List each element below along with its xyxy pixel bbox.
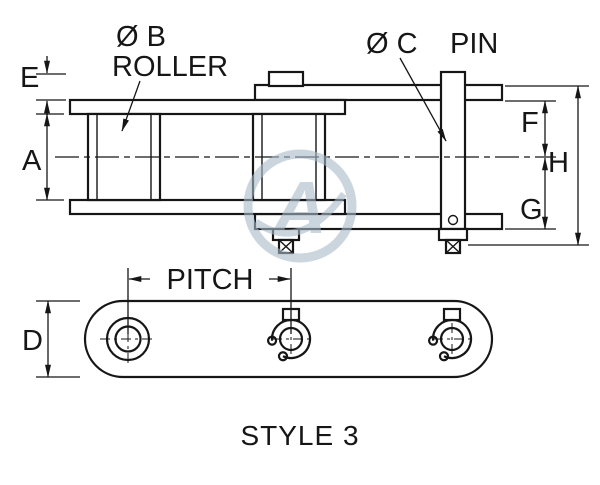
dimension-e: E [20, 56, 66, 115]
g-label: G [520, 194, 543, 226]
watermark-letter: A [271, 166, 326, 249]
roller-label: ROLLER [112, 51, 228, 83]
cotter-hole [447, 214, 459, 226]
clip-curl [438, 351, 450, 362]
pin-label: PIN [450, 28, 498, 60]
clip-curl [277, 351, 289, 362]
dimension-a: A [22, 113, 64, 201]
pin-body [439, 70, 467, 231]
roller-link-bottom-plate [68, 198, 347, 216]
e-label: E [20, 62, 39, 94]
callout-pin: Ø C PIN [366, 28, 498, 142]
clip-tab [442, 307, 462, 322]
dia-b-label: Ø B [116, 21, 166, 53]
callout-roller: Ø B ROLLER [112, 21, 228, 132]
plan-view [83, 299, 494, 379]
pin-nut [437, 227, 469, 242]
pitch-label: PITCH [167, 264, 254, 296]
dimension-d: D [22, 300, 80, 378]
dimension-f-g-h: F G H [468, 85, 589, 246]
d-label: D [22, 325, 43, 357]
clip-ring [431, 318, 473, 360]
watermark-logo: A [243, 149, 357, 263]
clip-ring [270, 318, 312, 360]
clip-curl [266, 335, 278, 346]
middle-pin-head [267, 70, 305, 88]
dia-c-label: Ø C [366, 28, 418, 60]
watermark-ring [243, 149, 357, 263]
h-label: H [548, 147, 569, 179]
f-label: F [521, 107, 539, 139]
a-label: A [22, 145, 42, 177]
cotter-split-line [445, 239, 461, 254]
clip-curl [427, 335, 439, 346]
style-caption: STYLE 3 [240, 420, 359, 451]
retaining-clip-right [427, 307, 473, 362]
pin-leader-line [399, 57, 447, 142]
dimension-pitch: PITCH [127, 264, 292, 334]
watermark-swoosh [253, 191, 347, 237]
roller-link-top-plate [68, 98, 347, 116]
roller-leader-line [121, 80, 141, 132]
